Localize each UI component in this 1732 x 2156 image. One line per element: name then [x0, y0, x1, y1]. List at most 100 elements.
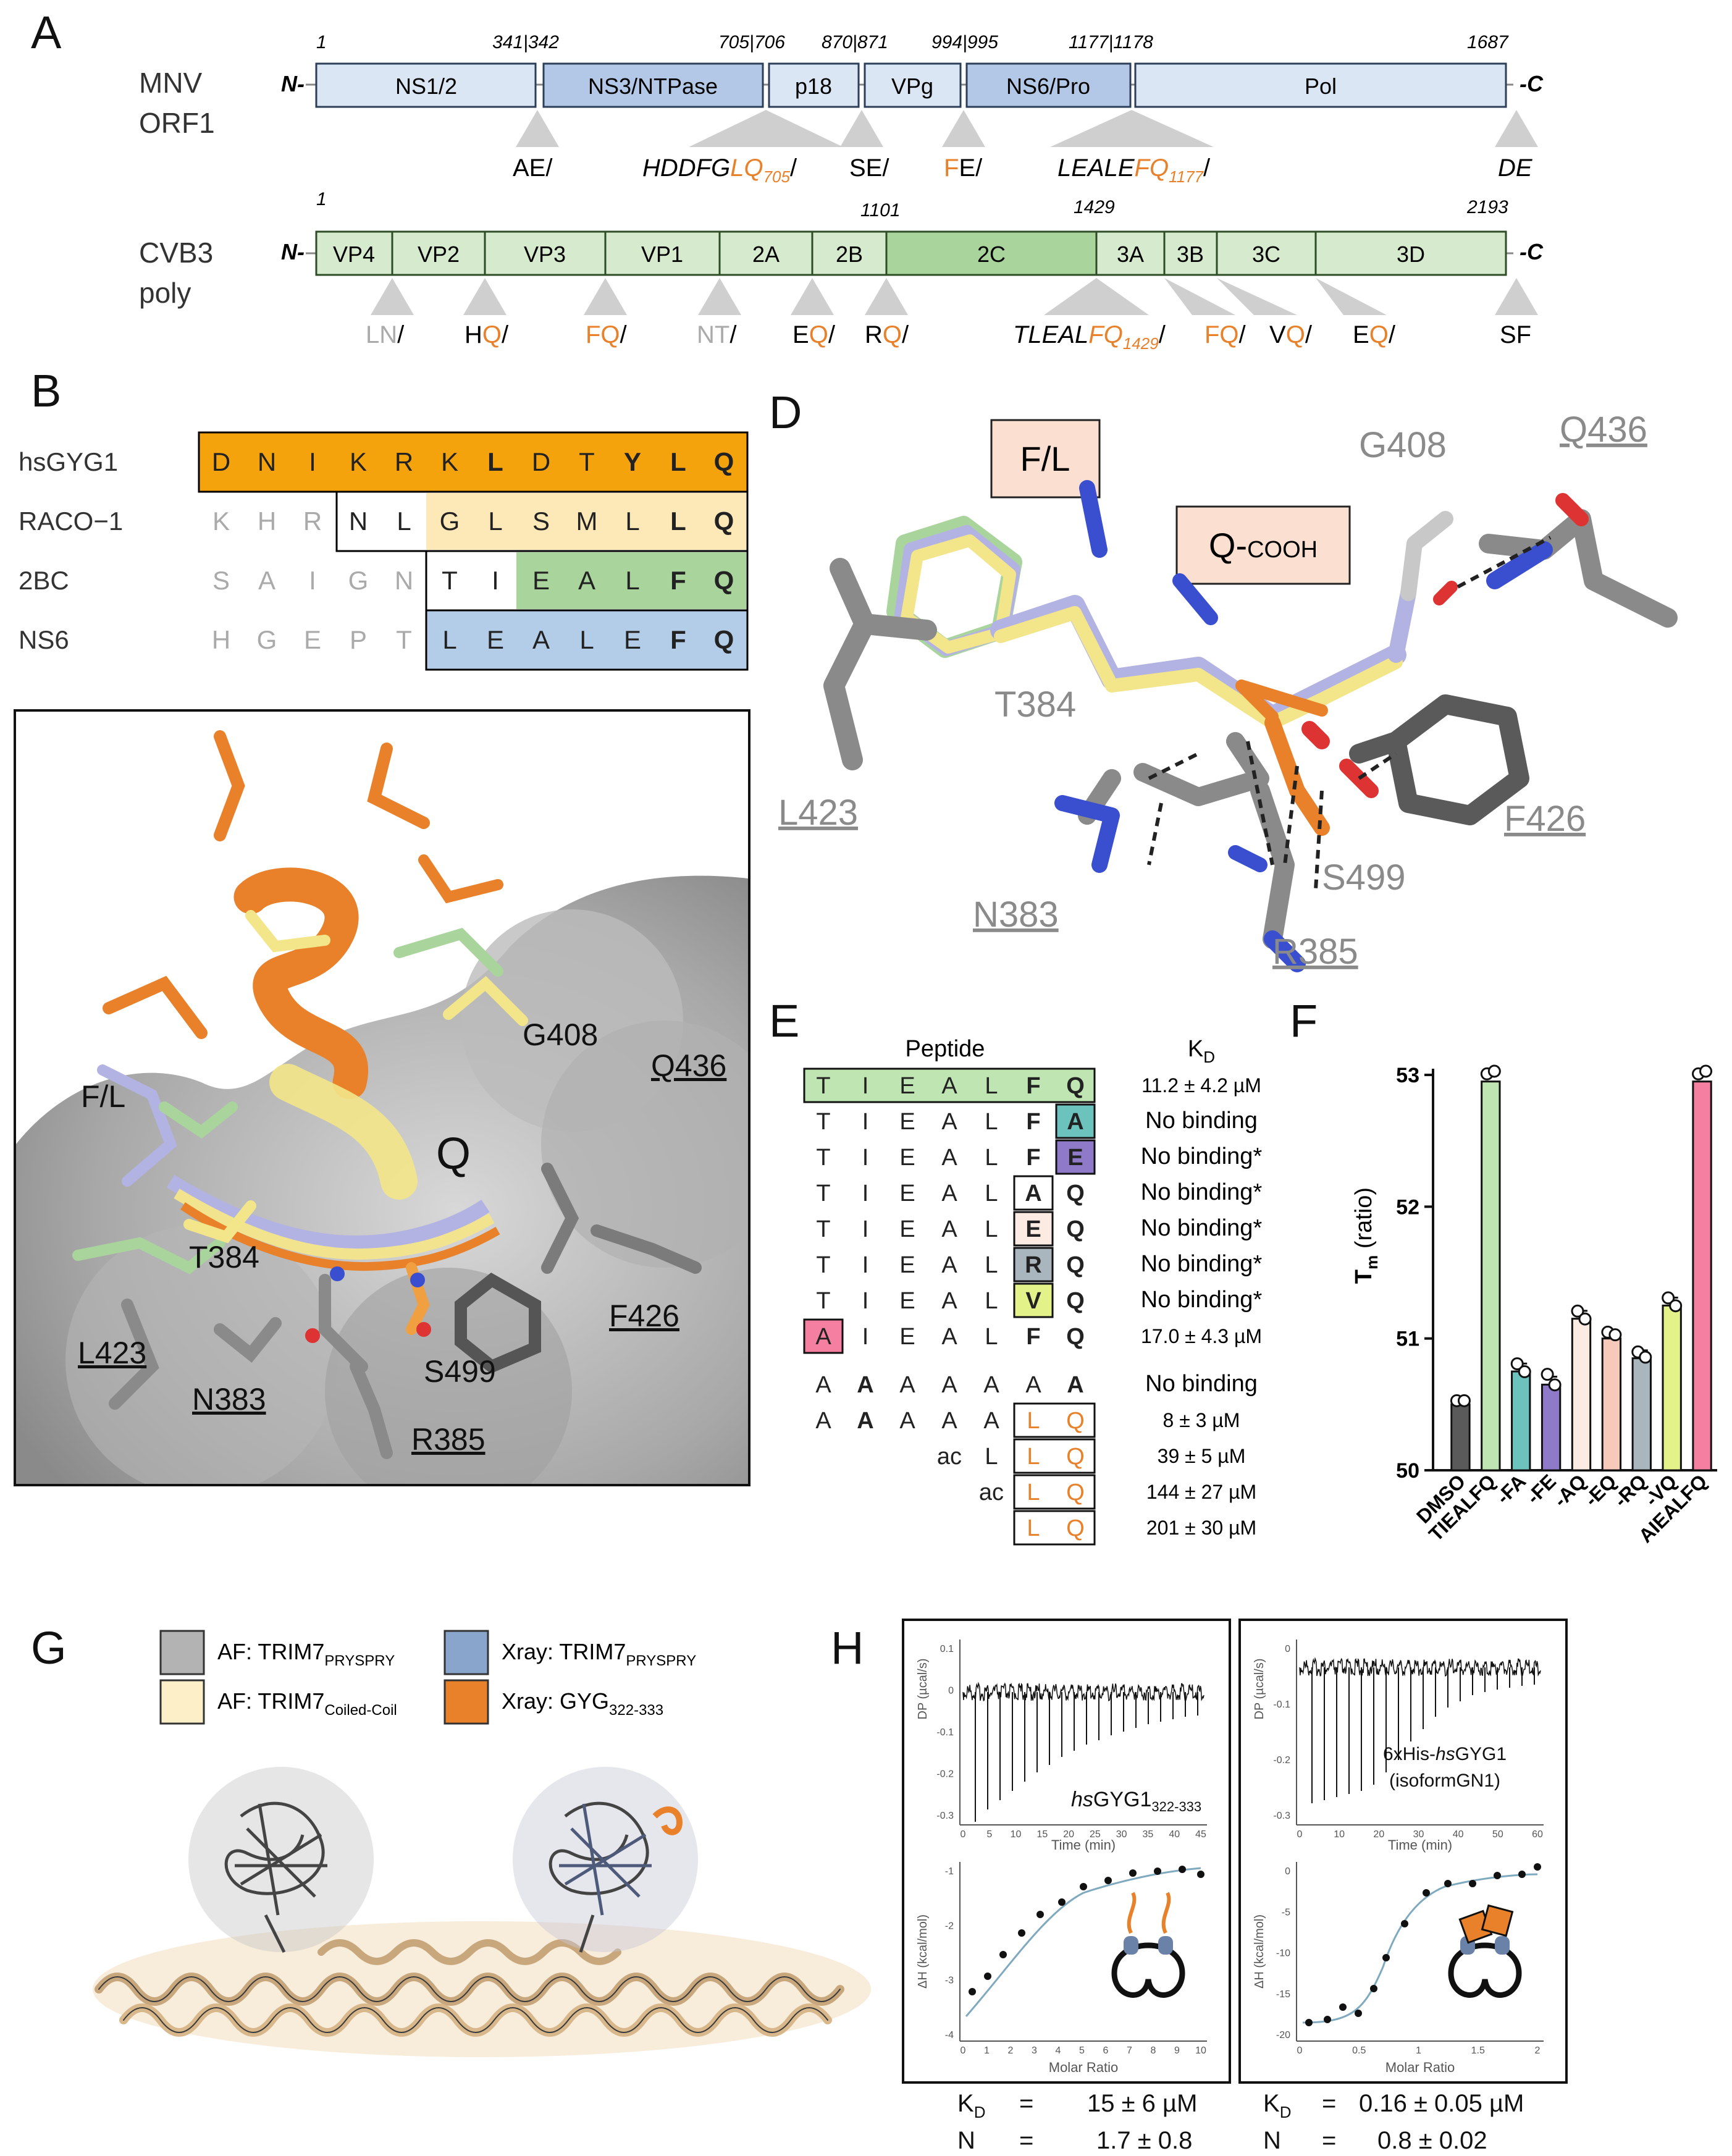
panel-a-label: A [31, 7, 62, 58]
peptide-letter: V [1025, 1288, 1041, 1314]
itc-y-tick: 0.1 [940, 1644, 954, 1654]
peptide-letter: Q [1066, 1444, 1085, 1470]
mutation-box [1013, 1211, 1054, 1247]
svg-text:HQ/: HQ/ [465, 321, 509, 348]
svg-text:FQ/: FQ/ [1204, 321, 1246, 348]
itc-x-tick: 10 [1334, 1829, 1345, 1840]
alignment-letter: N [349, 507, 368, 536]
peptide-letter: E [899, 1145, 915, 1171]
kd-value: No binding* [1141, 1215, 1263, 1241]
itc-y-tick: -2 [945, 1921, 954, 1931]
alignment-letter: A [532, 625, 550, 654]
alignment-letter: I [309, 447, 316, 476]
peptide-letter: Q [1066, 1408, 1085, 1434]
itc-y-tick: -5 [1282, 1907, 1290, 1918]
peptide-letter: A [815, 1372, 831, 1398]
domain-ns12 [315, 62, 537, 108]
svg-text:KD: KD [1188, 1036, 1215, 1066]
svg-text:N: N [1263, 2127, 1281, 2154]
y-tick-label: 51 [1396, 1328, 1419, 1351]
svg-text:Xray: GYG322-333: Xray: GYG322-333 [502, 1688, 663, 1719]
svg-text:1: 1 [316, 32, 327, 53]
bar [1450, 1403, 1471, 1472]
alignment-letter: G [257, 625, 277, 654]
svg-text:T384: T384 [994, 684, 1076, 725]
panel-d-label: D [769, 387, 802, 438]
svg-text:NS3/NTPase: NS3/NTPase [588, 74, 718, 99]
kd-value: No binding* [1141, 1287, 1263, 1313]
peptide-letter: I [862, 1216, 869, 1242]
itc-y-tick: -0.2 [936, 1769, 954, 1780]
panel-a-diagram: MNV ORF1 N- -C NS1/2 NS3/NTPase p18 VPg … [139, 32, 1544, 353]
kd-value: No binding [1145, 1108, 1258, 1134]
peptide-letter: A [941, 1288, 957, 1314]
peptide-letter: T [816, 1109, 830, 1135]
svg-text:DE: DE [1498, 154, 1533, 182]
svg-text:Q-COOH: Q-COOH [1209, 526, 1318, 565]
itc-x-tick: 0 [961, 1829, 966, 1840]
peptide-letter: A [983, 1372, 999, 1398]
alignment-letter: L [579, 625, 594, 654]
itc-y-tick: -1 [945, 1866, 954, 1877]
peptide-letter: A [899, 1372, 915, 1398]
itc-x-tick: 0 [1297, 1829, 1303, 1840]
peptide-letter: E [899, 1073, 915, 1099]
alignment-letter: E [532, 566, 550, 595]
svg-text:1429: 1429 [1074, 197, 1115, 217]
lq-box [1013, 1438, 1096, 1474]
alignment-letter: S [532, 507, 550, 536]
peptide-letter: E [899, 1324, 915, 1350]
itc-x-tick: 2 [1008, 2045, 1014, 2056]
itc-y-tick: 0 [1285, 1866, 1290, 1877]
panel-c-structure: G408 Q436 F/L Q T384 F426 L423 S499 N383… [16, 730, 748, 1484]
peptide-letter: A [1025, 1372, 1041, 1398]
domain-pol [1134, 62, 1507, 108]
data-point [1457, 1394, 1471, 1407]
peptide-letter: F [1026, 1109, 1040, 1135]
peptide-letter: T [816, 1145, 830, 1171]
itc-x-tick: 15 [1036, 1829, 1048, 1840]
itc-x-tick: 50 [1492, 1829, 1503, 1840]
q-cooh-box [1175, 505, 1351, 585]
peptide-letter: A [857, 1408, 873, 1434]
svg-text:3B: 3B [1177, 242, 1204, 267]
svg-text:DP (µcal/s): DP (µcal/s) [1253, 1659, 1266, 1720]
alignment-letter: Q [714, 625, 734, 654]
svg-text:LN/: LN/ [366, 321, 405, 348]
alignment-letter: I [492, 566, 499, 595]
itc-x-tick: 1 [1416, 2045, 1421, 2056]
svg-text:1101: 1101 [860, 200, 901, 221]
svg-text:Xray: TRIM7PRYSPRY: Xray: TRIM7PRYSPRY [502, 1639, 696, 1669]
peptide-letter: A [941, 1216, 957, 1242]
peptide-letter: A [857, 1372, 873, 1398]
peptide-letter: I [862, 1181, 869, 1206]
alignment-letter: K [441, 447, 458, 476]
wt-peptide-box [803, 1067, 1096, 1103]
alignment-letter: G [348, 566, 369, 595]
peptide-letter: Q [1066, 1073, 1085, 1099]
svg-text:p18: p18 [795, 74, 832, 99]
svg-text:EQ/: EQ/ [1353, 321, 1396, 348]
kd-value: No binding* [1141, 1251, 1263, 1277]
domain-vpg [864, 62, 962, 108]
y-tick-label: 50 [1396, 1459, 1419, 1483]
alignment-letter: L [487, 447, 503, 476]
alignment-letter: A [258, 566, 275, 595]
svg-text:-C: -C [1520, 239, 1544, 264]
itc-x-tick: 1.5 [1471, 2045, 1485, 2056]
alignment-letter: T [442, 566, 458, 595]
alignment-letter: H [212, 625, 230, 654]
svg-text:=: = [1322, 2090, 1336, 2117]
bar [1631, 1357, 1652, 1472]
data-point [1541, 1368, 1554, 1381]
svg-text:S499: S499 [1322, 857, 1405, 898]
peptide-letter: A [899, 1408, 915, 1434]
alignment-letter: D [532, 447, 550, 476]
svg-text:KD: KD [1263, 2090, 1291, 2121]
mnv-n-term: N- [281, 71, 305, 96]
itc-right-frame [1238, 1619, 1568, 2084]
kd-value: No binding* [1141, 1179, 1263, 1205]
svg-text:0.8 ± 0.02: 0.8 ± 0.02 [1377, 2127, 1487, 2154]
peptide-letter: A [941, 1252, 957, 1278]
alignment-letter: L [670, 507, 686, 536]
